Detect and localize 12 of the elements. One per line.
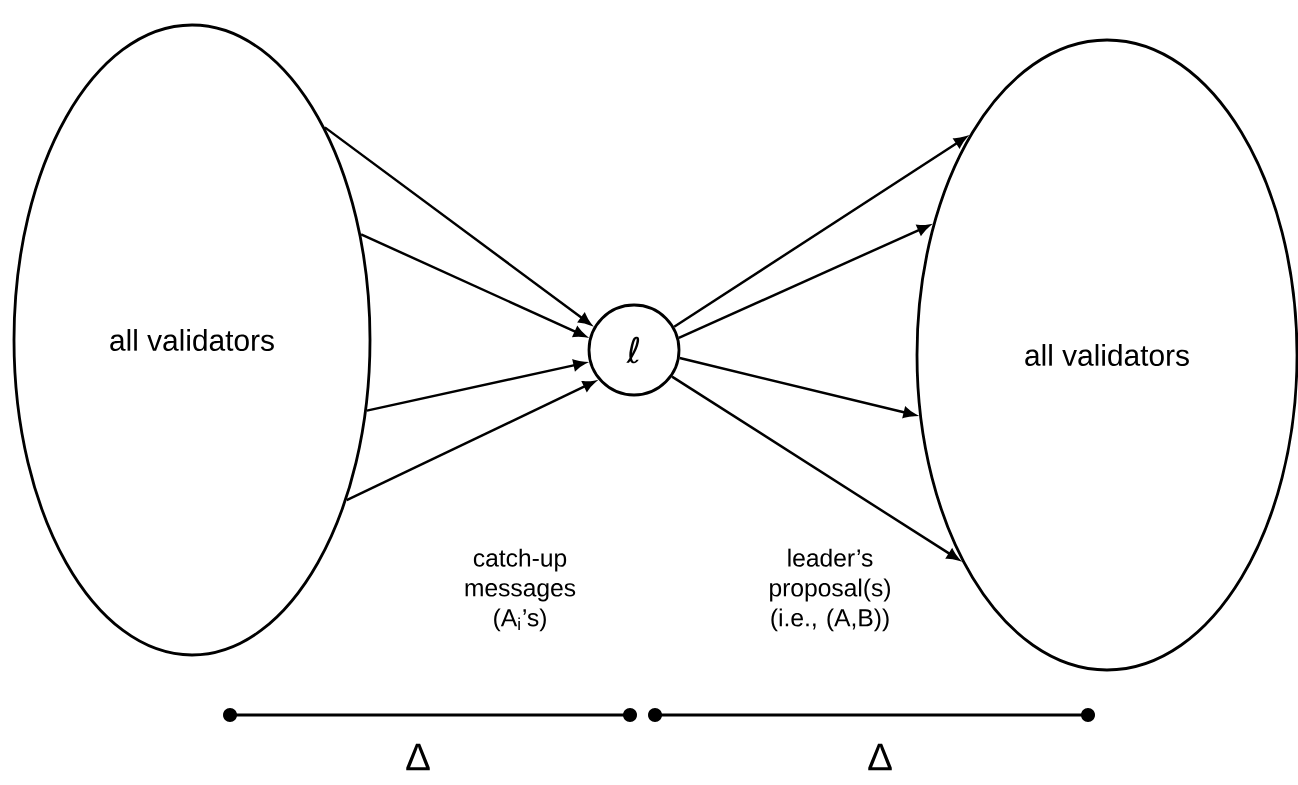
arrow bbox=[678, 224, 930, 340]
annotation-text: catch-up messages (A$_{i}$’s) bbox=[465, 548, 576, 632]
arrow bbox=[671, 375, 960, 561]
arrow bbox=[346, 380, 596, 502]
arrow bbox=[679, 356, 916, 418]
arrow bbox=[366, 359, 586, 412]
dimension-label: Δ bbox=[868, 743, 892, 771]
arrow bbox=[324, 126, 592, 326]
arrow bbox=[673, 136, 967, 328]
dimension-label: Δ bbox=[406, 743, 430, 771]
annotation-text: leader’s proposal(s) (i.e., (A,B)) bbox=[770, 548, 890, 632]
arrow bbox=[360, 233, 587, 338]
